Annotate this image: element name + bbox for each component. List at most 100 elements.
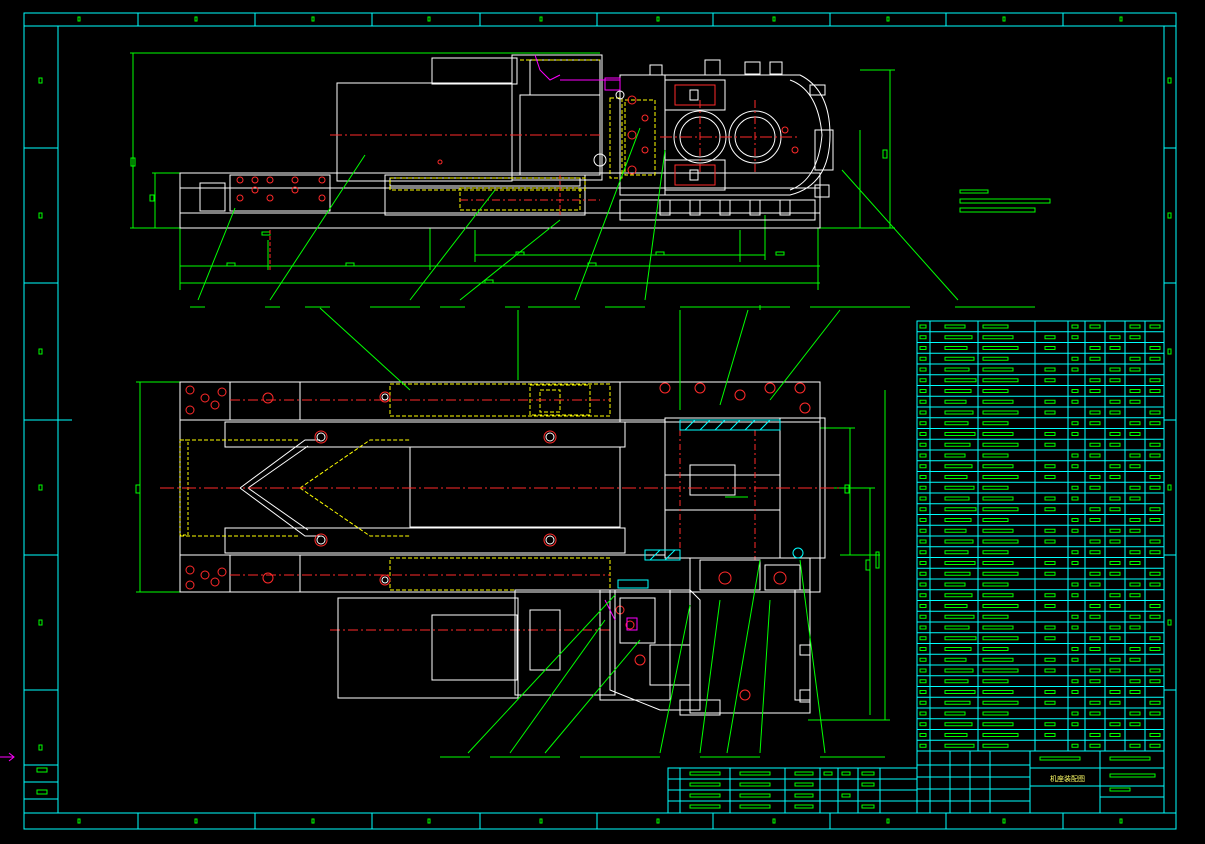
bom-cell-text xyxy=(1129,432,1141,436)
bom-cell-text xyxy=(1109,432,1121,436)
bom-cell-text xyxy=(1129,582,1141,587)
motor-body xyxy=(336,54,603,182)
title-block-marks xyxy=(689,756,1156,809)
bom-cell-text xyxy=(1129,743,1141,748)
bom-cell-text xyxy=(919,668,927,673)
bom-cell-text xyxy=(1129,335,1141,340)
bom-cell-text xyxy=(1109,561,1121,565)
bom-cell-text xyxy=(1071,647,1079,651)
bom-cell-text xyxy=(1071,679,1079,684)
bom-cell-text xyxy=(1149,743,1161,748)
bom-cell-text xyxy=(982,410,1019,415)
bom-cell-text xyxy=(1071,356,1079,361)
bom-cell-text xyxy=(1071,657,1079,662)
bom-cell-text xyxy=(1149,700,1161,705)
bom-cell-text xyxy=(1149,378,1161,383)
bom-cell-text xyxy=(1149,668,1161,673)
bom-cell-text xyxy=(1129,711,1141,716)
bom-cell-text xyxy=(982,593,1014,598)
bom-cell-text xyxy=(982,561,1014,565)
bom-cell-text xyxy=(1071,335,1079,340)
bom-cell-text xyxy=(944,625,970,630)
bom-cell-text xyxy=(982,614,1009,619)
bom-cell-text xyxy=(982,679,1009,684)
bom-cell-text xyxy=(1109,539,1121,544)
bom-cell-text xyxy=(1089,636,1101,641)
bom-cell-text xyxy=(1089,550,1101,555)
bom-cell-text xyxy=(1071,722,1079,727)
bom-cell-text xyxy=(982,421,1009,426)
bom-cell-text xyxy=(1071,496,1079,501)
bom-cell-text xyxy=(1044,604,1056,608)
bom-cell-text xyxy=(944,604,968,608)
bom-cell-text xyxy=(1129,453,1141,458)
bom-cell-text xyxy=(944,389,972,393)
bom-cell-text xyxy=(1129,722,1141,727)
bom-cell-text xyxy=(919,399,927,404)
bom-cell-text xyxy=(982,453,1009,458)
bom-cell-text xyxy=(944,367,970,372)
bom-cell-text xyxy=(919,496,927,501)
bom-cell-text xyxy=(1109,700,1121,705)
bom-cell-text xyxy=(919,604,927,608)
bom-cell-text xyxy=(1071,432,1079,436)
bom-cell-text xyxy=(944,496,970,501)
bom-cell-text xyxy=(1149,410,1161,415)
bom-cell-text xyxy=(1089,442,1101,447)
bom-cell-text xyxy=(1149,485,1161,490)
bom-cell-text xyxy=(1129,647,1141,651)
bom-cell-text xyxy=(1149,679,1161,684)
bom-cell-text xyxy=(982,356,1009,361)
bom-cell-text xyxy=(982,636,1019,641)
bom-cell-text xyxy=(1149,647,1161,651)
bom-cell-text xyxy=(1044,625,1056,630)
bom-cell-text xyxy=(1129,389,1141,393)
bom-cell-text xyxy=(1089,679,1101,684)
bom-cell-text xyxy=(1129,399,1141,404)
bom-cell-text xyxy=(1129,464,1141,469)
bom-cell-text xyxy=(1149,421,1161,426)
bom-cell-text xyxy=(1149,518,1161,522)
title-block xyxy=(667,750,1165,814)
bom-cell-text xyxy=(919,410,927,415)
bom-cell-text xyxy=(1129,690,1141,694)
bom-cell-text xyxy=(982,335,1014,340)
bom-cell-text xyxy=(1089,700,1101,705)
bom-cell-text xyxy=(1149,356,1161,361)
bom-cell-text xyxy=(919,356,927,361)
bom-cell-text xyxy=(944,561,976,565)
bom-cell-text xyxy=(944,571,971,576)
bom-cell-text xyxy=(919,453,927,458)
bom-cell-text xyxy=(982,657,1014,662)
bom-cell-text xyxy=(1044,690,1056,694)
bom-cell-text xyxy=(919,378,927,383)
bom-cell-text xyxy=(1129,367,1141,372)
bom-cell-text xyxy=(944,335,973,340)
bom-cell-text xyxy=(1109,733,1121,737)
bom-cell-text xyxy=(1044,442,1056,447)
bom-cell-text xyxy=(1071,711,1079,716)
bom-cell-text xyxy=(919,711,927,716)
bom-cell-text xyxy=(944,378,977,383)
bom-cell-text xyxy=(1109,464,1121,469)
bom-cell-text xyxy=(1089,582,1101,587)
bom-cell-text xyxy=(944,593,973,598)
bom-cell-text xyxy=(982,324,1009,329)
bom-cell-text xyxy=(1109,442,1121,447)
bom-cell-text xyxy=(1149,389,1161,393)
bom-cell-text xyxy=(1149,636,1161,641)
bom-cell-text xyxy=(1089,539,1101,544)
bom-cell-text xyxy=(1109,571,1121,576)
plan-hidden-lines xyxy=(180,383,611,591)
bom-cell-text xyxy=(944,539,974,544)
bom-cell-text xyxy=(1129,518,1141,522)
bom-cell-text xyxy=(944,432,976,436)
bom-cell-text xyxy=(982,528,1014,533)
bom-cell-text xyxy=(1089,475,1101,479)
bom-cell-text xyxy=(982,464,1014,469)
bom-cell-text xyxy=(982,399,1014,404)
bom-cell-text xyxy=(944,550,969,555)
bom-cell-text xyxy=(1149,442,1161,447)
bom-cell-text xyxy=(1129,421,1141,426)
bom-cell-text xyxy=(1149,453,1161,458)
